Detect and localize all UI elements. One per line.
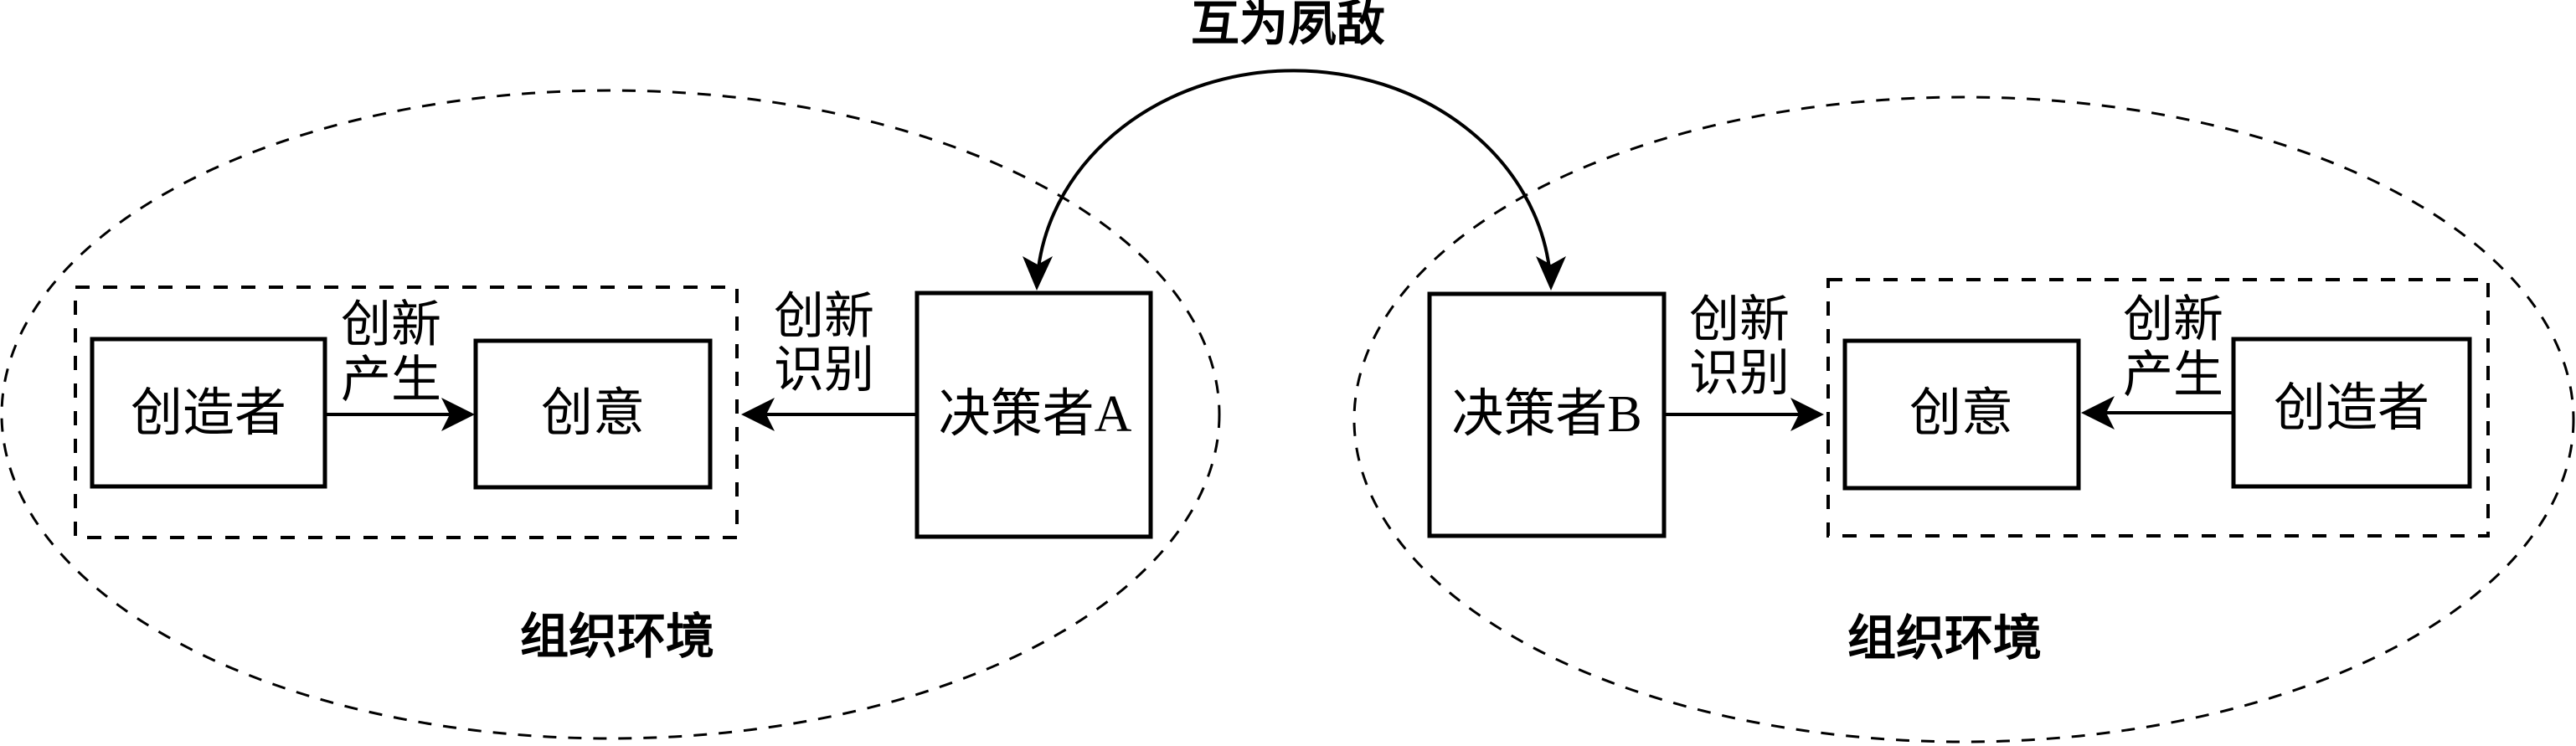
rivalry-arc-arrow xyxy=(1023,69,1566,291)
left-innovation-group xyxy=(74,286,739,539)
right-recognition-arrow xyxy=(1664,398,1824,431)
left-environment-label: 组织环境 xyxy=(520,608,714,665)
right-generation-label-line1: 创新 xyxy=(2123,291,2223,349)
left-idea-box xyxy=(473,338,713,490)
right-innovation-group xyxy=(1826,278,2490,538)
left-creator-label: 创造者 xyxy=(131,385,286,442)
right-environment-label: 组织环境 xyxy=(1847,610,2042,666)
right-creator-box xyxy=(2231,337,2472,489)
left-recognition-arrow xyxy=(741,398,917,431)
decision-maker-b-label: 决策者B xyxy=(1451,386,1641,443)
left-recognition-label-line2: 识别 xyxy=(774,341,874,399)
left-recognition-label-line1: 创新 xyxy=(774,287,874,346)
right-generation-label-line2: 产生 xyxy=(2123,346,2223,404)
arrowhead-to-b xyxy=(1536,256,1566,291)
right-idea-label: 创意 xyxy=(1909,385,2013,442)
right-generation-arrow xyxy=(2081,396,2233,430)
right-environment-ellipse xyxy=(1352,95,2575,743)
decision-maker-a-box xyxy=(914,291,1153,539)
right-recognition-label-line1: 创新 xyxy=(1689,291,1790,349)
left-generation-arrow xyxy=(325,398,475,431)
right-creator-label: 创造者 xyxy=(2274,380,2429,437)
left-environment-ellipse xyxy=(0,89,1221,740)
right-recognition-label-line2: 识别 xyxy=(1689,344,1790,403)
rivalry-title: 互为夙敌 xyxy=(1191,0,1385,52)
right-idea-box xyxy=(1842,338,2081,491)
arrowhead-to-a xyxy=(1023,256,1053,291)
left-generation-label-line1: 创新 xyxy=(341,296,441,354)
decision-maker-a-label: 决策者A xyxy=(939,386,1132,443)
decision-maker-b-box xyxy=(1427,291,1667,538)
left-generation-label-line2: 产生 xyxy=(341,351,441,409)
left-idea-label: 创意 xyxy=(541,385,645,442)
